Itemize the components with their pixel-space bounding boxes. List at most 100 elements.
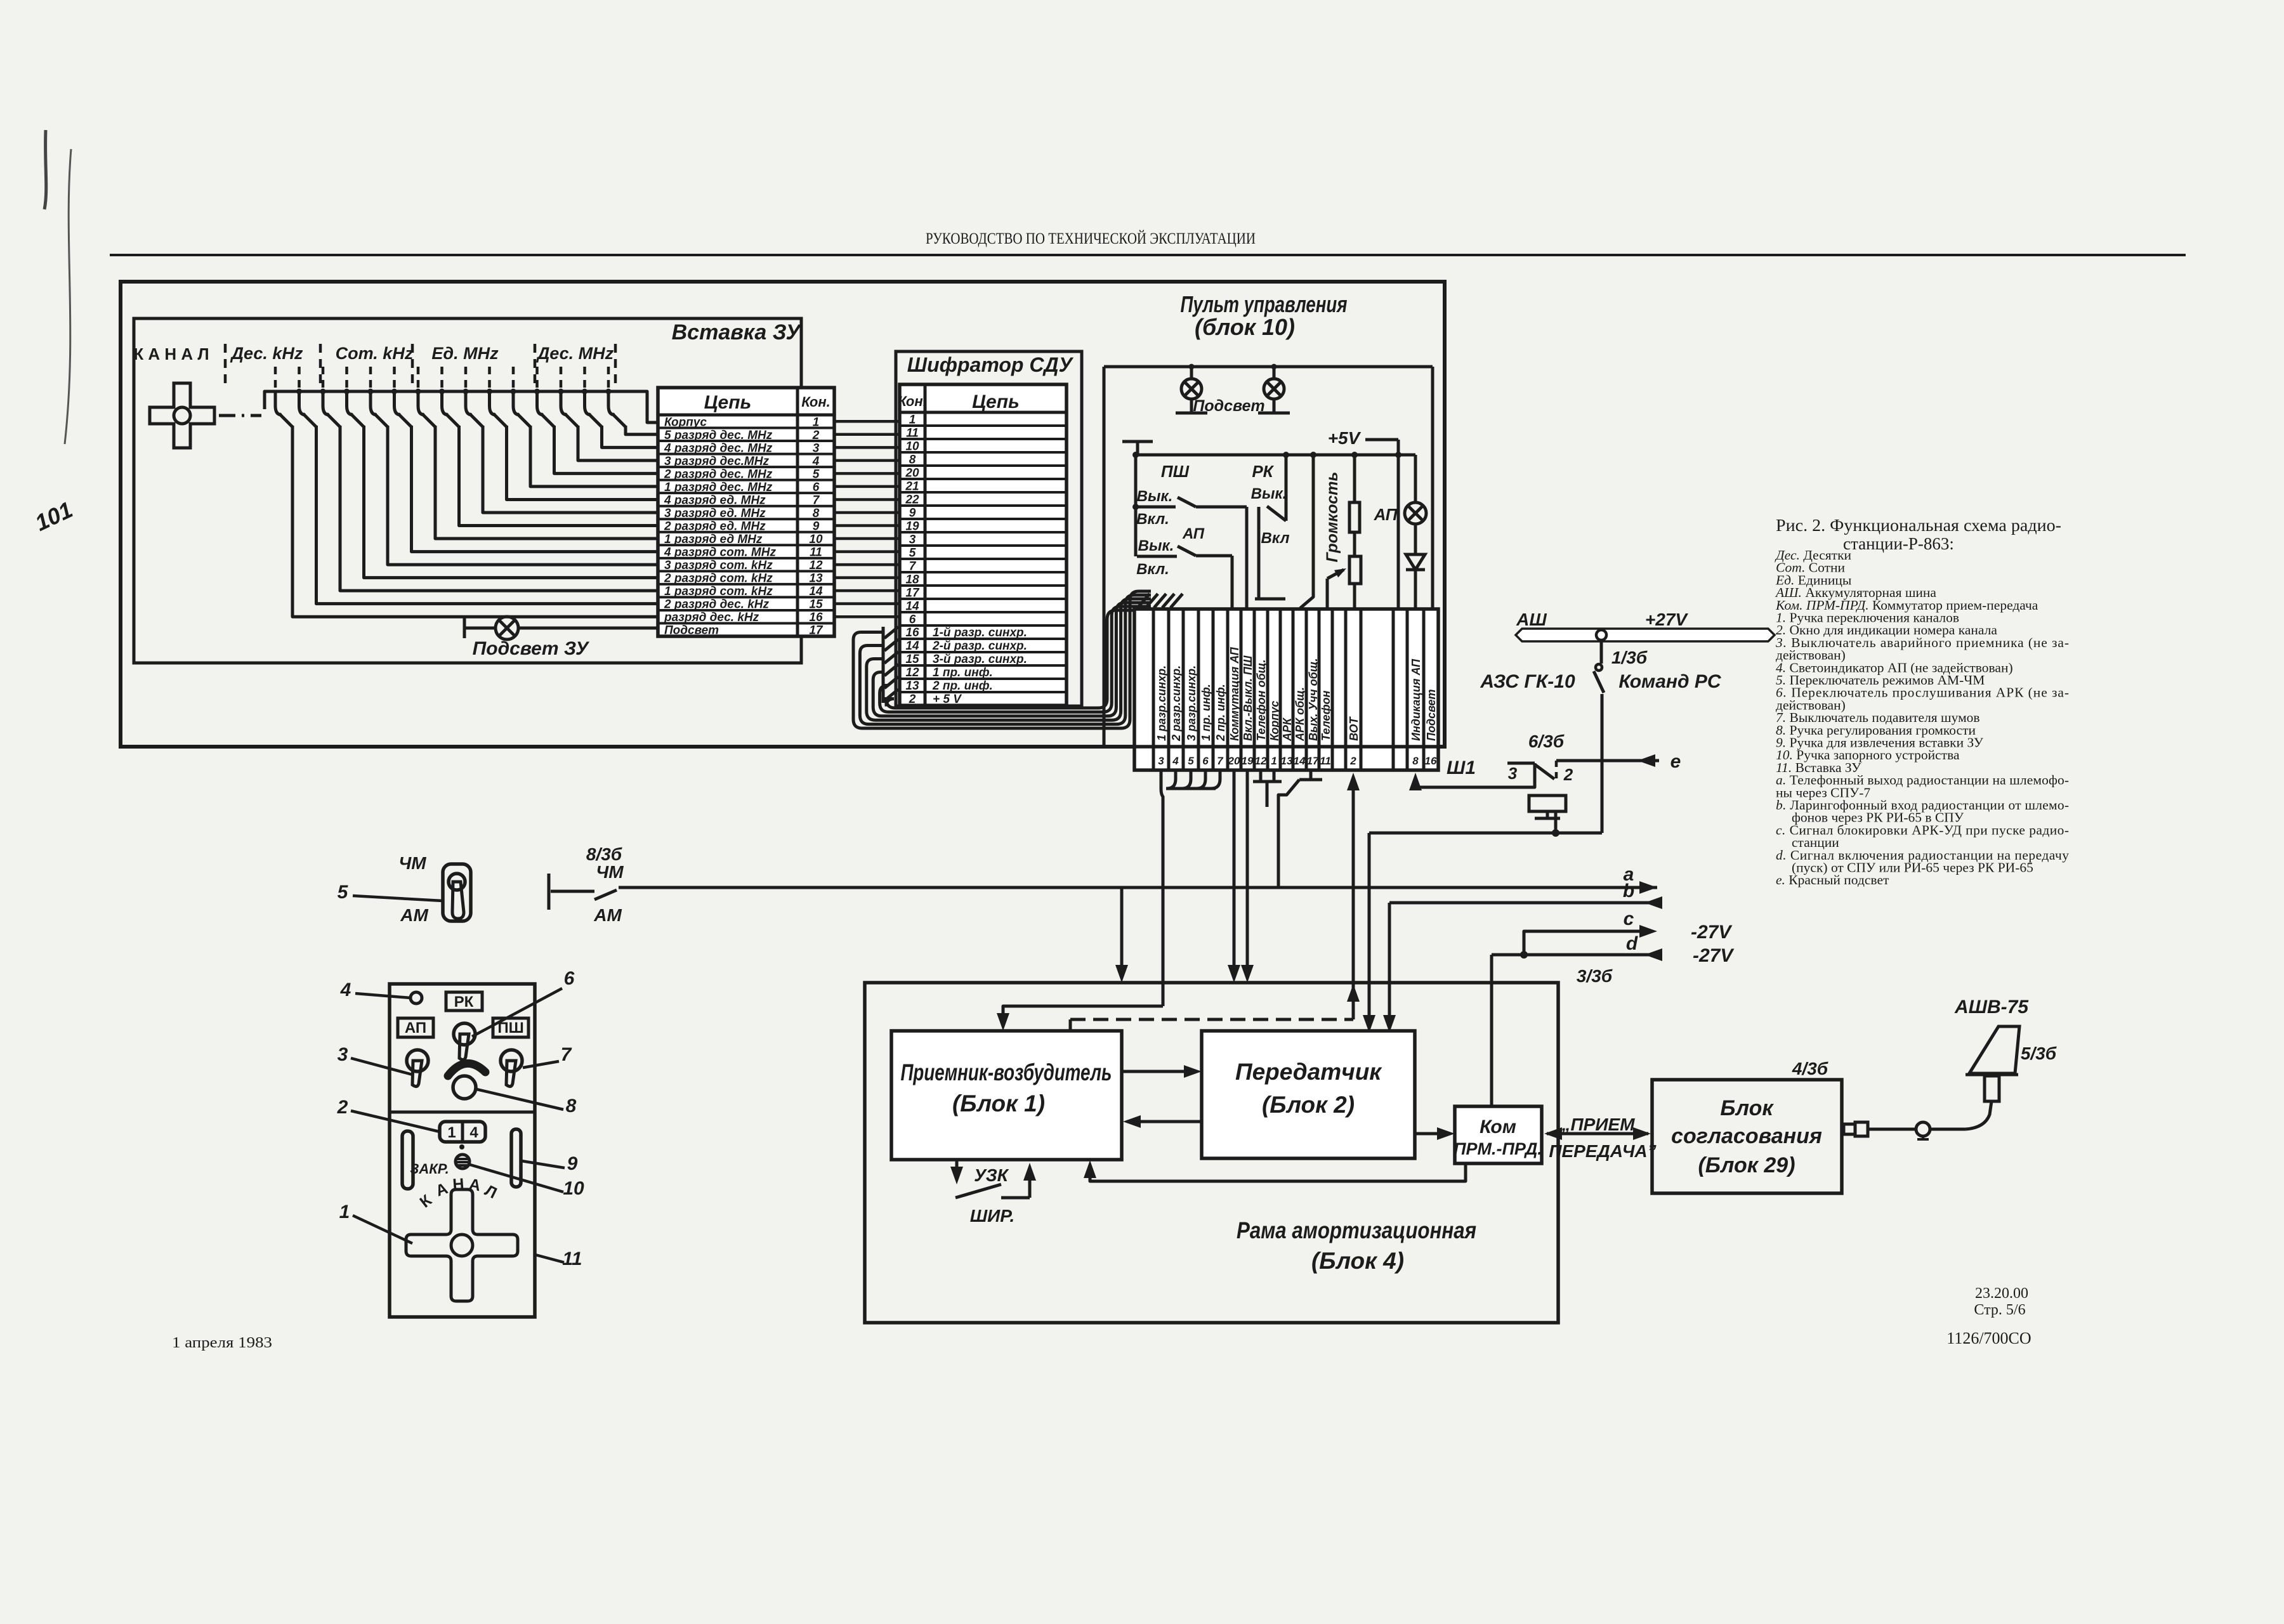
svg-text:14: 14	[809, 585, 823, 598]
svg-text:(блок 10): (блок 10)	[1195, 314, 1295, 340]
svg-text:АРК: АРК	[1281, 717, 1294, 742]
svg-text:Кон.: Кон.	[898, 393, 927, 409]
svg-text:3 разряд сот. kНz: 3 разряд сот. kНz	[664, 559, 773, 572]
svg-text:Вык.: Вык.	[1138, 537, 1174, 554]
svg-text:1 апреля 1983: 1 апреля 1983	[172, 1335, 272, 1351]
svg-text:6: 6	[909, 613, 916, 627]
svg-text:20: 20	[905, 467, 919, 480]
svg-text:АП: АП	[405, 1019, 426, 1037]
svg-text:Вставка ЗУ: Вставка ЗУ	[672, 320, 803, 344]
svg-text:1 пр. инф.: 1 пр. инф.	[933, 666, 993, 679]
svg-text:Шифратор СДУ: Шифратор СДУ	[907, 353, 1074, 376]
svg-text:Подсвет: Подсвет	[664, 624, 719, 638]
svg-text:11: 11	[562, 1248, 582, 1269]
svg-text:9. Ручка для извлечения вставк: 9. Ручка для извлечения вставки ЗУ	[1776, 735, 1984, 750]
svg-text:станции: станции	[1792, 835, 1839, 850]
svg-text:Подсвет: Подсвет	[1193, 397, 1264, 415]
svg-text:6: 6	[813, 481, 820, 494]
svg-text:действован): действован)	[1776, 648, 1846, 663]
svg-text:4: 4	[340, 979, 351, 1000]
svg-text:1 разр.синхр.: 1 разр.синхр.	[1155, 665, 1168, 741]
svg-text:d. Сигнал включения радиоста: d. Сигнал включения радиостанции на пере…	[1776, 848, 2069, 863]
svg-text:8: 8	[566, 1096, 577, 1116]
svg-text:1: 1	[339, 1202, 350, 1222]
svg-text:РУКОВОДСТВО ПО ТЕХНИЧЕСКОЙ ЭКС: РУКОВОДСТВО ПО ТЕХНИЧЕСКОЙ ЭКСПЛУАТАЦИИ	[926, 230, 1256, 247]
svg-text:АП: АП	[1182, 525, 1205, 542]
svg-text:5: 5	[813, 468, 820, 481]
svg-text:4 разряд ед. МНz: 4 разряд ед. МНz	[664, 494, 766, 507]
svg-text:4: 4	[1172, 755, 1179, 767]
svg-text:Подсвет: Подсвет	[1425, 689, 1438, 741]
svg-text:АШ: АШ	[1516, 610, 1547, 629]
svg-text:ны через СПУ-7: ны через СПУ-7	[1776, 785, 1870, 800]
svg-text:16: 16	[809, 611, 823, 624]
svg-text:9: 9	[567, 1153, 578, 1174]
svg-text:2 разряд дес. МНz: 2 разряд дес. МНz	[664, 468, 773, 481]
svg-text:АП: АП	[1374, 505, 1398, 524]
svg-text:3 разр.синхр.: 3 разр.синхр.	[1185, 665, 1198, 741]
svg-text:2: 2	[909, 693, 916, 706]
svg-text:АШ. Аккумуляторная шина: АШ. Аккумуляторная шина	[1775, 585, 1936, 600]
svg-text:15: 15	[809, 598, 823, 612]
svg-text:e. Красный подсвет: e. Красный подсвет	[1776, 872, 1889, 887]
svg-text:станции-Р-863:: станции-Р-863:	[1843, 534, 1954, 553]
svg-text:Сот. Сотни: Сот. Сотни	[1776, 560, 1845, 575]
svg-text:Цепь: Цепь	[704, 392, 752, 413]
svg-text:13: 13	[905, 679, 919, 693]
svg-text:3: 3	[813, 442, 820, 455]
svg-text:14: 14	[1294, 755, 1306, 767]
svg-text:Пульт управления: Пульт управления	[1181, 291, 1348, 317]
svg-text:10: 10	[809, 533, 823, 546]
svg-text:Передатчик: Передатчик	[1235, 1059, 1382, 1085]
svg-text:5. Переключатель режимов АМ-ЧМ: 5. Переключатель режимов АМ-ЧМ	[1776, 672, 1985, 688]
svg-text:Телефон: Телефон	[1320, 690, 1332, 741]
svg-text:1: 1	[909, 414, 916, 427]
svg-text:1 пр. инф.: 1 пр. инф.	[1200, 684, 1212, 741]
svg-text:4 разряд сот. МНz: 4 разряд сот. МНz	[664, 546, 776, 560]
svg-text:2 разряд дес. kНz: 2 разряд дес. kНz	[664, 598, 769, 612]
svg-text:Индикация АП: Индикация АП	[1410, 658, 1422, 741]
svg-text:(Блок 4): (Блок 4)	[1311, 1248, 1404, 1274]
svg-text:Дес. Десятки: Дес. Десятки	[1775, 547, 1851, 563]
svg-text:АЗС ГК-10: АЗС ГК-10	[1480, 671, 1575, 692]
svg-text:Рама амортизационная: Рама амортизационная	[1237, 1217, 1476, 1243]
svg-text:2. Окно для индикации номера к: 2. Окно для индикации номера канала	[1776, 622, 1997, 638]
svg-text:1-й разр. синхр.: 1-й разр. синхр.	[933, 626, 1027, 639]
svg-text:11: 11	[906, 427, 919, 440]
svg-text:3: 3	[1158, 755, 1164, 767]
svg-text:+5V: +5V	[1328, 428, 1362, 448]
svg-text:Ш1: Ш1	[1447, 757, 1476, 778]
svg-text:Вкл.: Вкл.	[1136, 561, 1169, 578]
svg-text:10: 10	[563, 1178, 584, 1199]
svg-text:+ 5 V: + 5 V	[933, 693, 962, 706]
svg-text:2: 2	[337, 1097, 348, 1118]
svg-text:Вкл.: Вкл.	[1136, 511, 1169, 528]
svg-text:3. Выключатель аварийного пр: 3. Выключатель аварийного приемника (не …	[1775, 635, 2069, 650]
svg-text:АМ: АМ	[593, 905, 622, 925]
svg-text:Корпус: Корпус	[664, 416, 707, 429]
svg-text:Кон.: Кон.	[801, 394, 830, 410]
svg-text:согласования: согласования	[1671, 1124, 1822, 1148]
svg-text:ЧМ: ЧМ	[596, 862, 624, 882]
svg-text:16: 16	[1425, 755, 1437, 767]
svg-text:2 пр. инф.: 2 пр. инф.	[1214, 684, 1227, 742]
svg-text:2: 2	[812, 429, 820, 442]
svg-text:ПШ: ПШ	[1161, 462, 1190, 481]
svg-text:3 разряд дес.МНz: 3 разряд дес.МНz	[664, 455, 769, 468]
svg-text:5: 5	[909, 547, 916, 560]
svg-text:РК: РК	[454, 993, 474, 1011]
svg-text:19: 19	[905, 520, 919, 534]
svg-text:РК: РК	[1252, 462, 1274, 481]
svg-text:„ПРИЕМ: „ПРИЕМ	[1561, 1115, 1636, 1134]
svg-text:Вых. Учч общ.: Вых. Учч общ.	[1307, 658, 1320, 741]
svg-text:22: 22	[905, 494, 919, 507]
svg-text:Вкл.-Выкл. ПШ: Вкл.-Выкл. ПШ	[1242, 655, 1254, 741]
svg-text:1 разряд дес. МНz: 1 разряд дес. МНz	[664, 481, 773, 494]
svg-text:6: 6	[1202, 755, 1209, 767]
svg-text:Телефон общ.: Телефон общ.	[1255, 660, 1268, 742]
svg-text:17: 17	[1307, 755, 1320, 767]
svg-text:1: 1	[813, 416, 820, 429]
svg-text:8: 8	[813, 507, 820, 520]
svg-text:+27V: +27V	[1645, 610, 1688, 629]
svg-text:11: 11	[1320, 755, 1331, 767]
